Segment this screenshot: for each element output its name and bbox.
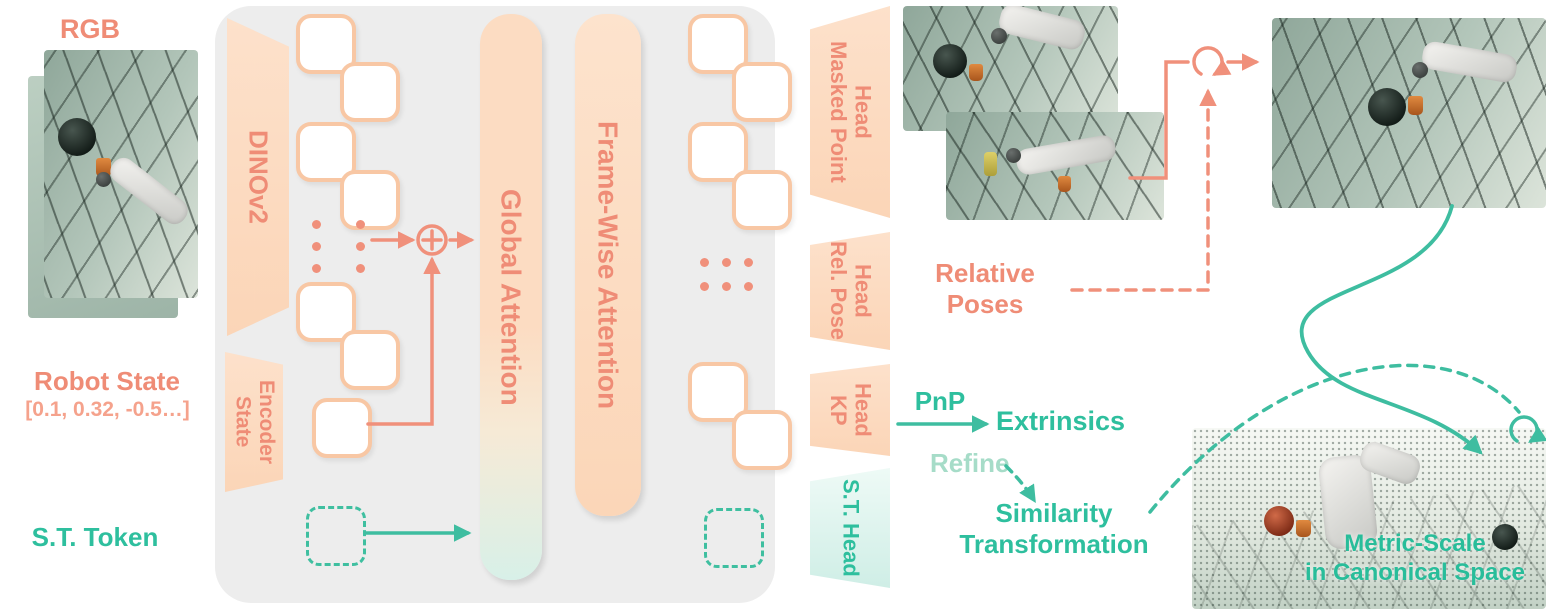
- bowl-object: [1492, 524, 1518, 550]
- rel-pose-head: Rel. Pose Head: [810, 232, 890, 350]
- ellipsis-dot: [312, 242, 321, 251]
- relative-poses-line2: Poses: [946, 288, 1024, 319]
- frame-wise-attention-label: Frame-Wise Attention: [592, 120, 624, 410]
- token: [340, 62, 400, 122]
- ellipsis-dot: [312, 264, 321, 273]
- token: [688, 14, 748, 74]
- pointmap-to-canonical-curve: [1299, 204, 1483, 455]
- ellipsis-dot: [356, 264, 365, 273]
- token: [732, 170, 792, 230]
- cup-object: [1296, 520, 1311, 537]
- metric-scale-line1: Metric-Scale: [1344, 530, 1486, 557]
- cup-object: [1408, 96, 1423, 115]
- transformer-panel: DINOv2 State Encoder Global Attention Fr…: [215, 6, 792, 603]
- token: [296, 14, 356, 74]
- st-token-label: S.T. Token: [31, 522, 159, 552]
- ellipsis-dot: [722, 282, 731, 291]
- masked-pointmap-image-2: [946, 112, 1164, 220]
- global-attention-block: Global Attention: [480, 14, 542, 580]
- st-head-label: S.T. Head: [838, 479, 864, 577]
- rgb-image: [44, 50, 198, 298]
- st-token-output: [704, 508, 764, 568]
- metric-scale-label: Metric-Scale in Canonical Space: [1290, 530, 1540, 588]
- metric-scale-line2: in Canonical Space: [1304, 558, 1526, 586]
- bowl-object: [1368, 88, 1406, 126]
- ellipsis-dot: [700, 282, 709, 291]
- extrinsics-label: Extrinsics: [996, 406, 1126, 436]
- rotation-icon: [1192, 46, 1232, 76]
- token: [732, 62, 792, 122]
- state-encoder-label: State Encoder: [231, 379, 279, 465]
- robot-gripper: [1412, 62, 1428, 78]
- st-head: S.T. Head: [810, 468, 890, 588]
- rel-pose-head-label: Rel. Pose Head: [826, 241, 876, 341]
- state-encoder: State Encoder: [225, 352, 283, 492]
- kp-head: KP Head: [810, 364, 890, 456]
- st-token-input: [306, 506, 366, 566]
- robot-gripper: [96, 172, 111, 187]
- rgb-image-stack: [28, 50, 200, 320]
- robot-gripper: [991, 28, 1007, 44]
- masked-point-head-label: Masked Point Head: [826, 41, 876, 183]
- similarity-line2: Transformation: [959, 528, 1149, 559]
- similarity-transformation-label: Similarity Transformation: [948, 498, 1160, 559]
- ellipsis-dot: [722, 258, 731, 267]
- bowl-object: [58, 118, 96, 156]
- ellipsis-dot: [356, 242, 365, 251]
- bottle-object: [984, 152, 997, 176]
- robot-state-label: Robot State: [34, 366, 180, 396]
- relative-poses-line1: Relative: [935, 258, 1035, 288]
- dinov2-label: DINOv2: [243, 130, 274, 224]
- ellipsis-dot: [744, 282, 753, 291]
- relative-poses-label: Relative Poses: [905, 258, 1065, 319]
- token: [732, 410, 792, 470]
- refine-dashed-arrow: [1004, 464, 1036, 503]
- token: [340, 170, 400, 230]
- ellipsis-dot: [744, 258, 753, 267]
- dinov2-encoder: DINOv2: [227, 18, 289, 336]
- masked-point-head: Masked Point Head: [810, 6, 890, 218]
- token: [340, 330, 400, 390]
- refine-label: Refine: [930, 448, 1010, 478]
- pnp-label: PnP: [914, 386, 966, 416]
- cup-object: [1058, 176, 1071, 192]
- frame-wise-attention-block: Frame-Wise Attention: [575, 14, 641, 516]
- ellipsis-dot: [700, 258, 709, 267]
- rotated-pointmap-image: [1272, 18, 1546, 208]
- similarity-line1: Similarity: [995, 498, 1113, 528]
- cup-object: [969, 64, 983, 81]
- kp-head-label: KP Head: [826, 383, 876, 437]
- global-attention-label: Global Attention: [495, 188, 527, 406]
- ellipsis-dot: [356, 220, 365, 229]
- bowl-object: [933, 44, 967, 78]
- state-token: [312, 398, 372, 458]
- robot-gripper: [1006, 148, 1021, 163]
- ellipsis-dot: [312, 220, 321, 229]
- robot-state-value: [0.1, 0.32, -0.5…]: [25, 398, 190, 421]
- rgb-label: RGB: [60, 14, 120, 44]
